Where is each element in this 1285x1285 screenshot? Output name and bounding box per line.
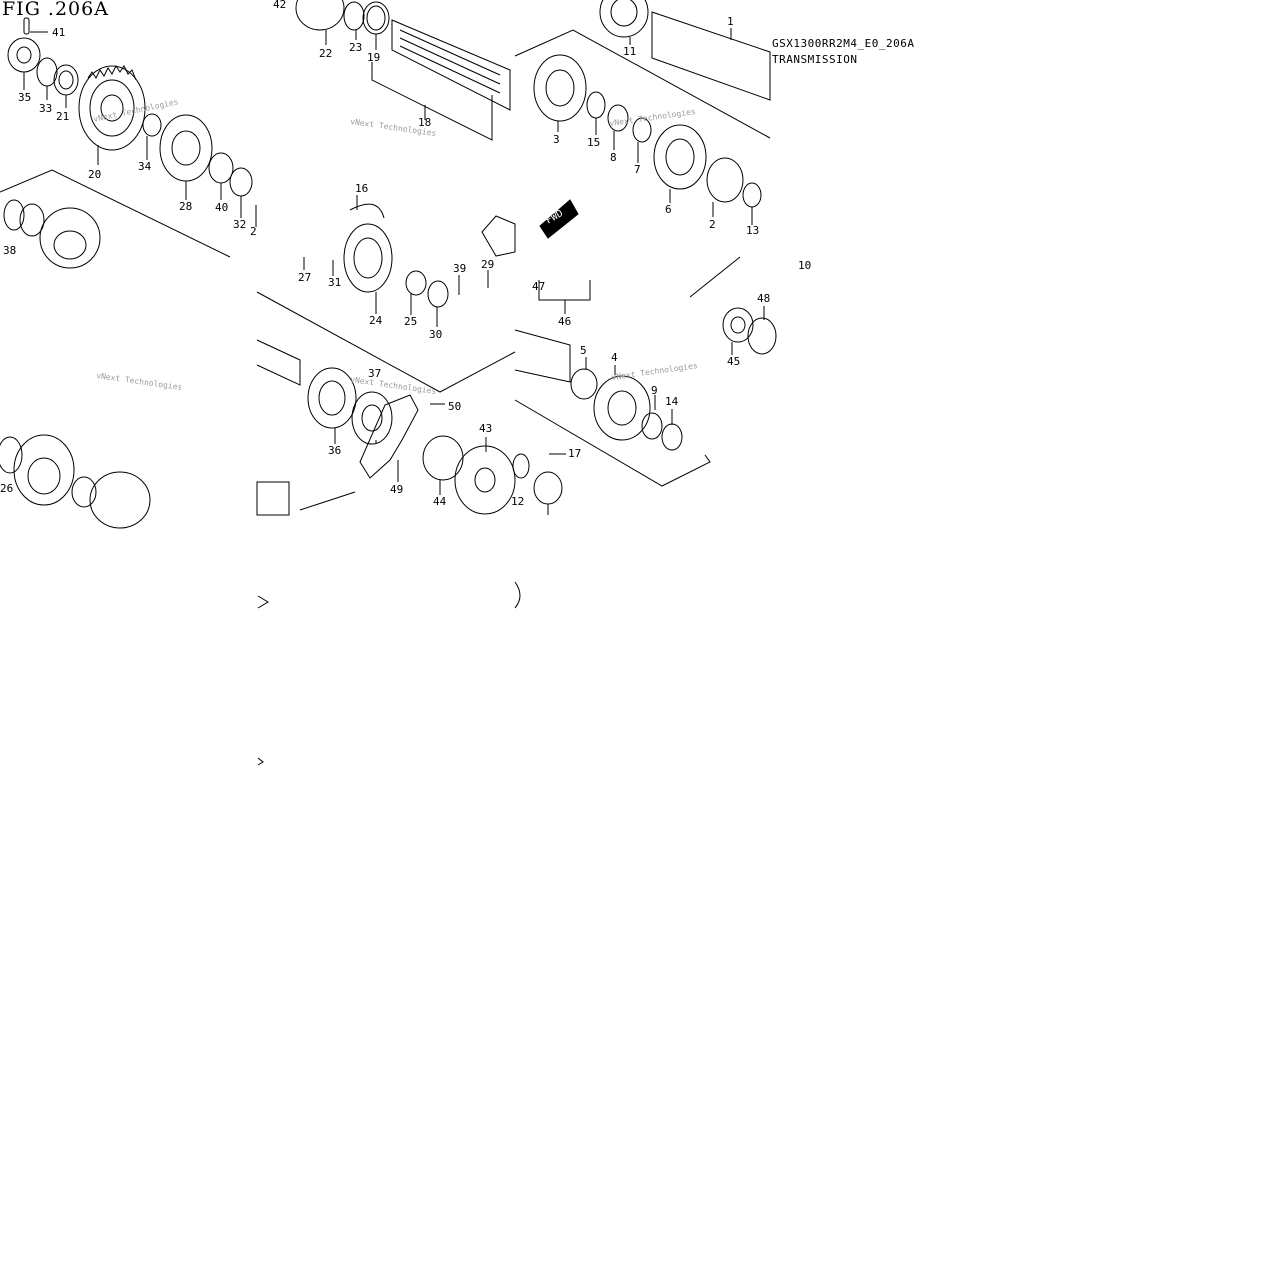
callout-32: 32 [233, 218, 246, 231]
callout-11: 11 [623, 45, 636, 58]
callout-10: 10 [798, 259, 811, 272]
callout-43: 43 [479, 422, 492, 435]
callout-3: 3 [553, 133, 560, 146]
callout-37: 37 [368, 367, 381, 380]
watermark: vNext Technologies [93, 97, 180, 124]
callout-31: 31 [328, 276, 341, 289]
callout-46: 46 [558, 315, 571, 328]
bottom-fragments [257, 581, 521, 766]
callout-22: 22 [319, 47, 332, 60]
watermarks: vNext Technologies vNext Technologies vN… [93, 97, 699, 396]
callout-2b: 2 [709, 218, 716, 231]
callout-28: 28 [179, 200, 192, 213]
callout-24: 24 [369, 314, 383, 327]
figure-code: GSX1300RR2M4_E0_206A [772, 37, 915, 50]
callout-14: 14 [665, 395, 679, 408]
callout-2: 2 [250, 225, 257, 238]
callout-29: 29 [481, 258, 494, 271]
callout-19: 19 [367, 51, 380, 64]
watermark: vNext Technologies [350, 375, 437, 396]
driveshaft-group [514, 256, 777, 505]
leader-lines [23, 28, 765, 515]
callout-45: 45 [727, 355, 740, 368]
callout-26: 26 [0, 482, 13, 495]
gear-cluster-top-left [0, 17, 253, 269]
callout-23: 23 [349, 41, 362, 54]
callout-27: 27 [298, 271, 311, 284]
callout-12: 12 [511, 495, 524, 508]
output-shaft-group [256, 291, 530, 516]
callout-50: 50 [448, 400, 461, 413]
callout-8: 8 [610, 151, 617, 164]
callout-48: 48 [757, 292, 770, 305]
callout-5: 5 [580, 344, 587, 357]
callout-21: 21 [56, 110, 69, 123]
callout-42: 42 [273, 0, 286, 11]
callout-33: 33 [39, 102, 52, 115]
callout-18: 18 [418, 116, 431, 129]
callout-6: 6 [665, 203, 672, 216]
figure-title: FIG .206A [2, 0, 109, 20]
callout-36: 36 [328, 444, 341, 457]
callout-35: 35 [18, 91, 31, 104]
gear-cluster-mid-left [0, 434, 151, 529]
callout-25: 25 [404, 315, 417, 328]
callout-1: 1 [727, 15, 734, 28]
callout-9: 9 [651, 384, 658, 397]
callout-30: 30 [429, 328, 442, 341]
callout-13: 13 [746, 224, 759, 237]
callouts: 41 35 33 21 20 34 28 40 32 2 38 42 22 23… [0, 0, 811, 508]
callout-49: 49 [390, 483, 403, 496]
watermark: vNext Technologies [611, 361, 698, 382]
callout-41: 41 [52, 26, 65, 39]
callout-39: 39 [453, 262, 466, 275]
callout-7: 7 [634, 163, 641, 176]
callout-20: 20 [88, 168, 101, 181]
callout-15: 15 [587, 136, 600, 149]
callout-40: 40 [215, 201, 228, 214]
callout-17: 17 [568, 447, 581, 460]
watermark: vNext Technologies [96, 371, 183, 392]
callout-38: 38 [3, 244, 16, 257]
figure-section: TRANSMISSION [772, 53, 858, 66]
input-shaft-group [295, 0, 516, 308]
callout-44: 44 [433, 495, 447, 508]
callout-47: 47 [532, 280, 545, 293]
callout-16: 16 [355, 182, 368, 195]
callout-34: 34 [138, 160, 152, 173]
drawing-strokes [0, 0, 777, 766]
callout-4: 4 [611, 351, 618, 364]
